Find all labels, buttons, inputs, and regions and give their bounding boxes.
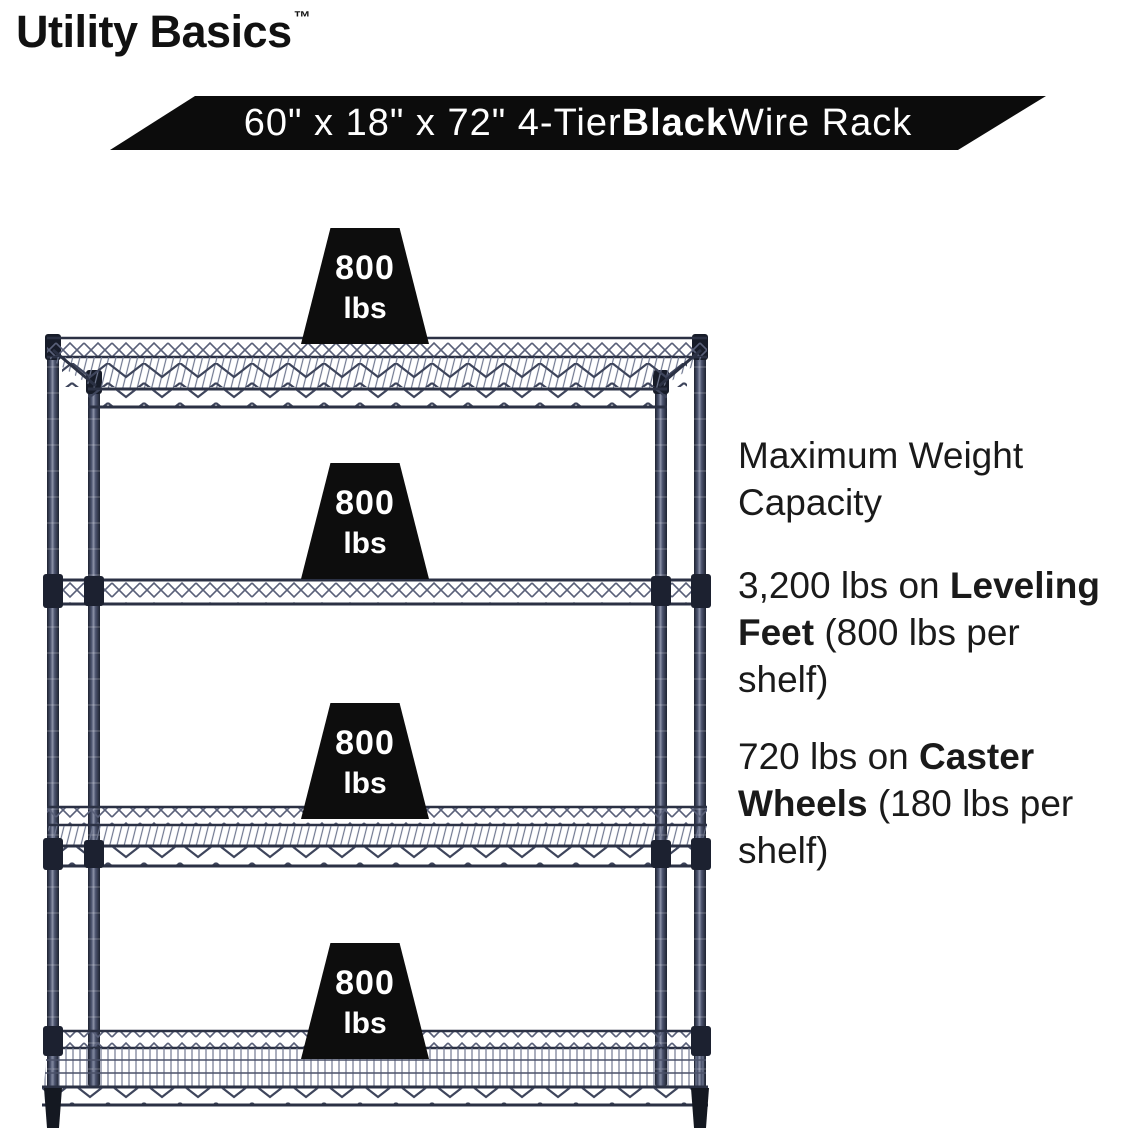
back-post-left bbox=[45, 334, 61, 1090]
shelf-2 bbox=[43, 574, 711, 608]
leveling-line2-regular: (800 lbs per bbox=[814, 612, 1020, 653]
back-post-right bbox=[692, 334, 708, 1090]
caster-line1-regular: 720 lbs on bbox=[738, 736, 920, 777]
caster-line3: shelf) bbox=[738, 830, 829, 871]
caster-line1-bold: Caster bbox=[919, 736, 1035, 777]
banner-prefix: 60" x 18" x 72" 4-Tier bbox=[243, 101, 622, 144]
product-banner: 60" x 18" x 72" 4-Tier Black Wire Rack bbox=[110, 96, 1046, 150]
caster-wheels-text: 720 lbs on Caster Wheels (180 lbs per sh… bbox=[738, 733, 1133, 874]
foot-right bbox=[691, 1088, 709, 1128]
badge-value: 800 bbox=[335, 483, 395, 522]
front-post-left bbox=[86, 370, 102, 1086]
banner-suffix: Wire Rack bbox=[728, 101, 913, 144]
capacity-title-line2: Capacity bbox=[738, 482, 882, 523]
leveling-line3: shelf) bbox=[738, 659, 829, 700]
badge-unit: lbs bbox=[343, 291, 387, 325]
badge-value: 800 bbox=[335, 723, 395, 762]
caster-line2-bold: Wheels bbox=[738, 783, 868, 824]
caster-line2-regular: (180 lbs per bbox=[867, 783, 1074, 824]
shelf-1 bbox=[47, 336, 707, 409]
badge-unit: lbs bbox=[343, 766, 387, 800]
foot-left bbox=[44, 1088, 62, 1128]
badge-unit: lbs bbox=[343, 1006, 387, 1040]
badge-value: 800 bbox=[335, 963, 395, 1002]
badge-unit: lbs bbox=[343, 526, 387, 560]
leveling-line2-bold: Feet bbox=[738, 612, 815, 653]
badge-value: 800 bbox=[335, 248, 395, 287]
leveling-feet-text: 3,200 lbs on Leveling Feet (800 lbs per … bbox=[738, 562, 1133, 703]
capacity-title-line1: Maximum Weight bbox=[738, 435, 1024, 476]
leveling-line1-regular: 3,200 lbs on bbox=[738, 565, 950, 606]
leveling-line1-bold: Leveling bbox=[949, 565, 1100, 606]
brand-name: Utility Basics bbox=[16, 6, 292, 57]
trademark-symbol: ™ bbox=[293, 8, 311, 27]
front-post-right bbox=[653, 370, 669, 1086]
info-panel: Maximum Weight Capacity 3,200 lbs on Lev… bbox=[738, 432, 1133, 874]
banner-highlight: Black bbox=[621, 101, 729, 144]
capacity-title: Maximum Weight Capacity bbox=[738, 432, 1133, 526]
